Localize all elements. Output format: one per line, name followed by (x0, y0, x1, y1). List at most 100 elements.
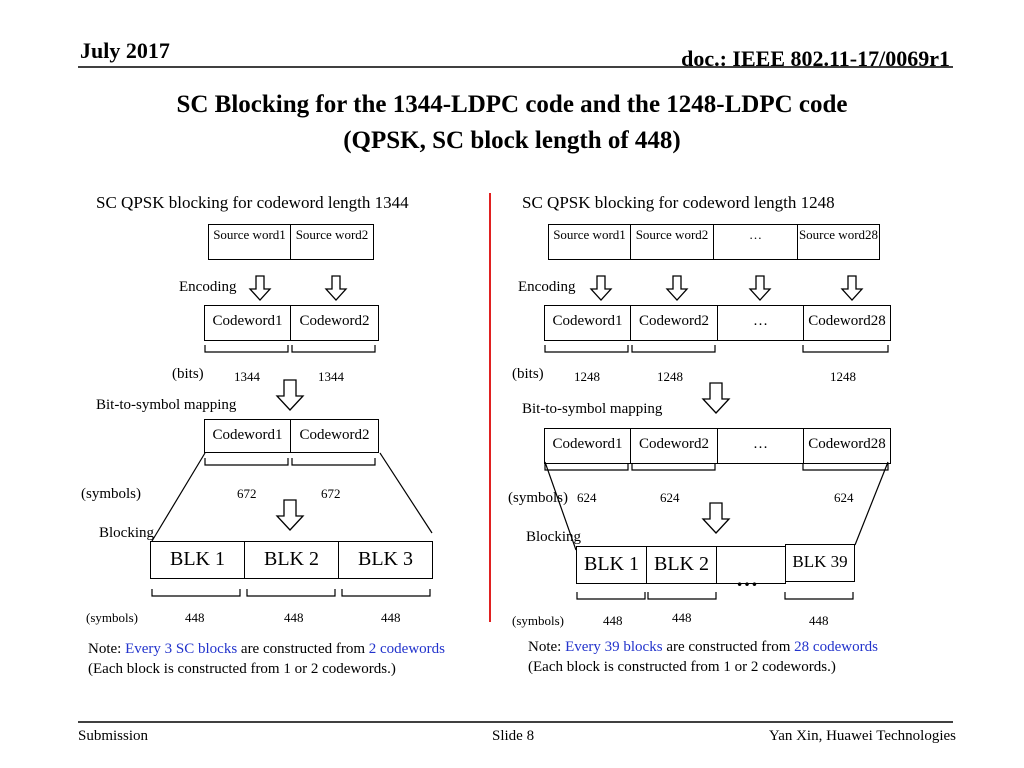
right-bits-brace-3 (802, 345, 889, 353)
right-bits-3: 1248 (830, 369, 856, 384)
left-note-middle: are constructed from (237, 641, 369, 657)
left-note-prefix: Note: (88, 641, 126, 657)
left-diagonal-left (151, 452, 206, 542)
right-mapped-codeword-ellipsis: … (717, 428, 804, 464)
left-encoding-label: Encoding (179, 279, 237, 295)
right-note-prefix: Note: (528, 639, 566, 655)
left-codeword-2: Codeword2 (290, 305, 379, 341)
left-block-symbols-3: 448 (381, 610, 401, 625)
right-source-word-2: Source word2 (630, 224, 714, 260)
right-mapping-label: Bit-to-symbol mapping (522, 401, 663, 417)
right-mapped-codeword-2: Codeword2 (630, 428, 718, 464)
right-symbols-label: (symbols) (508, 490, 568, 506)
left-note-highlight-2: 2 codewords (368, 641, 445, 657)
right-codeword-28: Codeword28 (803, 305, 891, 341)
footer-author: Yan Xin, Huawei Technologies (768, 728, 956, 744)
right-bits-1: 1248 (574, 369, 600, 384)
slide-title-line1: SC Blocking for the 1344-LDPC code and t… (176, 91, 848, 118)
right-mapped-codeword-1: Codeword1 (544, 428, 631, 464)
right-block-symbols-2: 448 (672, 610, 692, 625)
right-note-middle: are constructed from (662, 639, 795, 655)
left-mapping-arrow (276, 379, 304, 411)
right-encoding-arrow-2 (666, 275, 688, 301)
slide-title-line2: (QPSK, SC block length of 448) (343, 127, 681, 154)
right-codeword-1: Codeword1 (544, 305, 631, 341)
right-symbols-brace-3 (802, 463, 889, 471)
left-encoding-arrow-1 (249, 275, 271, 301)
right-codeword-2: Codeword2 (630, 305, 718, 341)
left-codeword-1: Codeword1 (204, 305, 291, 341)
left-block-brace-1 (151, 589, 241, 597)
left-block-3: BLK 3 (338, 541, 433, 579)
right-mapped-codeword-28: Codeword28 (803, 428, 891, 464)
right-symbols-1: 624 (577, 490, 597, 505)
right-bits-label: (bits) (512, 366, 544, 382)
left-source-word-1: Source word1 (208, 224, 291, 260)
right-blocking-label: Blocking (526, 529, 581, 545)
left-note: Note: Every 3 SC blocks are constructed … (88, 641, 445, 658)
footer-submission: Submission (78, 728, 149, 744)
left-symbols-1: 672 (237, 486, 257, 501)
left-mapping-label: Bit-to-symbol mapping (96, 397, 237, 413)
left-bits-2: 1344 (318, 369, 344, 384)
left-blocking-label: Blocking (99, 525, 154, 541)
right-block-symbols-3: 448 (809, 613, 829, 628)
left-block-symbols-label: (symbols) (86, 610, 138, 625)
left-bits-1: 1344 (234, 369, 260, 384)
left-source-word-2: Source word2 (290, 224, 374, 260)
right-block-symbols-1: 448 (603, 613, 623, 628)
right-block-ellipsis: … (736, 566, 758, 591)
left-symbols-brace-2 (291, 458, 376, 466)
right-codeword-ellipsis: … (717, 305, 804, 341)
left-panel-subtitle: SC QPSK blocking for codeword length 134… (96, 193, 409, 212)
left-symbols-2: 672 (321, 486, 341, 501)
right-mapping-arrow (702, 382, 730, 414)
left-mapped-codeword-2: Codeword2 (290, 419, 379, 453)
left-diagonal-right (379, 452, 433, 534)
right-encoding-arrow-3 (749, 275, 771, 301)
right-block-brace-2 (647, 592, 717, 600)
left-note-line2: (Each block is constructed from 1 or 2 c… (88, 661, 396, 677)
left-block-1: BLK 1 (150, 541, 245, 579)
footer-slide-number: Slide 8 (492, 728, 535, 744)
right-source-word-ellipsis: … (713, 224, 798, 260)
right-symbols-brace-2 (631, 463, 716, 471)
right-bits-brace-1 (544, 345, 629, 353)
right-note-highlight-2: 28 codewords (794, 639, 878, 655)
right-bits-2: 1248 (657, 369, 683, 384)
right-block-2: BLK 2 (646, 546, 717, 584)
left-block-2: BLK 2 (244, 541, 339, 579)
right-block-brace-1 (576, 592, 646, 600)
left-bits-brace-2 (291, 345, 376, 353)
left-bits-label: (bits) (172, 366, 204, 382)
right-encoding-label: Encoding (518, 279, 576, 295)
right-diagonal-left (544, 461, 577, 551)
left-mapped-codeword-1: Codeword1 (204, 419, 291, 453)
right-blocking-arrow (702, 502, 730, 534)
left-block-symbols-2: 448 (284, 610, 304, 625)
left-block-symbols-1: 448 (185, 610, 205, 625)
right-panel-subtitle: SC QPSK blocking for codeword length 124… (522, 193, 835, 212)
right-note-highlight-1: Every 39 blocks (565, 639, 663, 655)
right-block-symbols-label: (symbols) (512, 613, 564, 628)
left-symbols-label: (symbols) (81, 486, 141, 502)
right-note-line2: (Each block is constructed from 1 or 2 c… (528, 659, 836, 675)
right-diagonal-right (854, 461, 889, 546)
left-bits-brace-1 (204, 345, 289, 353)
left-blocking-arrow (276, 499, 304, 531)
right-block-39: BLK 39 (785, 544, 855, 582)
left-block-brace-2 (246, 589, 336, 597)
left-encoding-arrow-2 (325, 275, 347, 301)
right-block-brace-3 (784, 592, 854, 600)
right-block-1: BLK 1 (576, 546, 647, 584)
right-symbols-3: 624 (834, 490, 854, 505)
right-source-word-1: Source word1 (548, 224, 631, 260)
left-block-brace-3 (341, 589, 431, 597)
right-encoding-arrow-1 (590, 275, 612, 301)
right-symbols-brace-1 (544, 463, 629, 471)
left-note-highlight-1: Every 3 SC blocks (125, 641, 238, 657)
right-source-word-28: Source word28 (797, 224, 880, 260)
right-symbols-2: 624 (660, 490, 680, 505)
right-bits-brace-2 (631, 345, 716, 353)
